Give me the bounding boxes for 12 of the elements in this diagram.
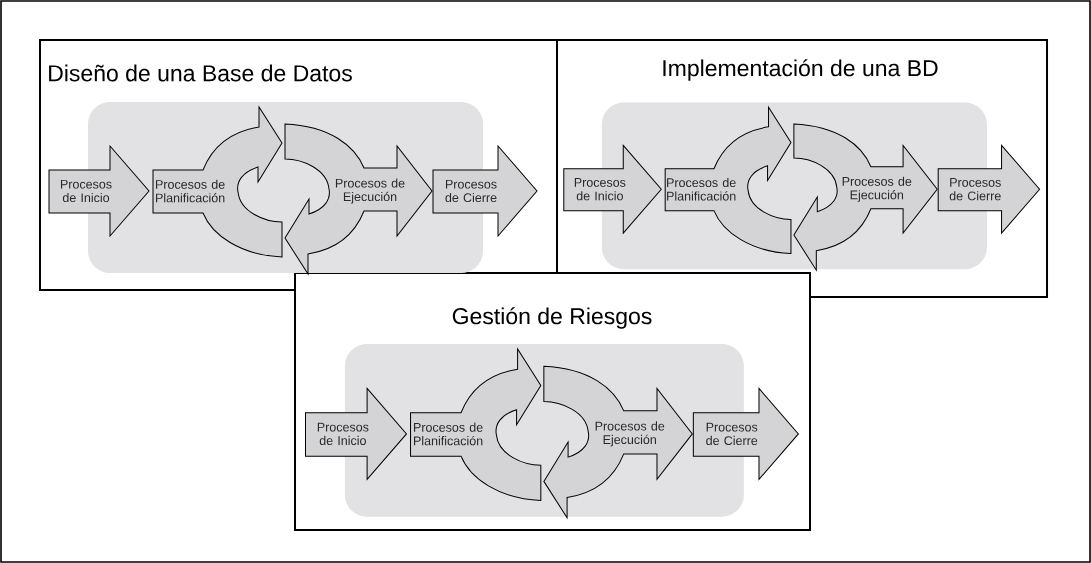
process-block: Procesos de Ejecución <box>284 123 433 275</box>
process-block: Procesos de Ejecución <box>793 123 938 271</box>
process-block: Procesos de Inicio <box>48 145 150 237</box>
process-block: Procesos de Inicio <box>305 387 407 480</box>
process-block: Procesos de Cierre <box>937 144 1041 234</box>
process-block: Procesos de Planificación <box>664 106 792 255</box>
process-block: Procesos de Inicio <box>563 144 662 234</box>
process-block: Procesos de Ejecución <box>543 365 693 519</box>
process-block: Procesos de Planificación <box>410 348 542 502</box>
process-block: Procesos de Cierre <box>432 145 538 237</box>
process-block: Procesos de Planificación <box>152 106 283 258</box>
process-block: Procesos de Cierre <box>692 387 799 480</box>
